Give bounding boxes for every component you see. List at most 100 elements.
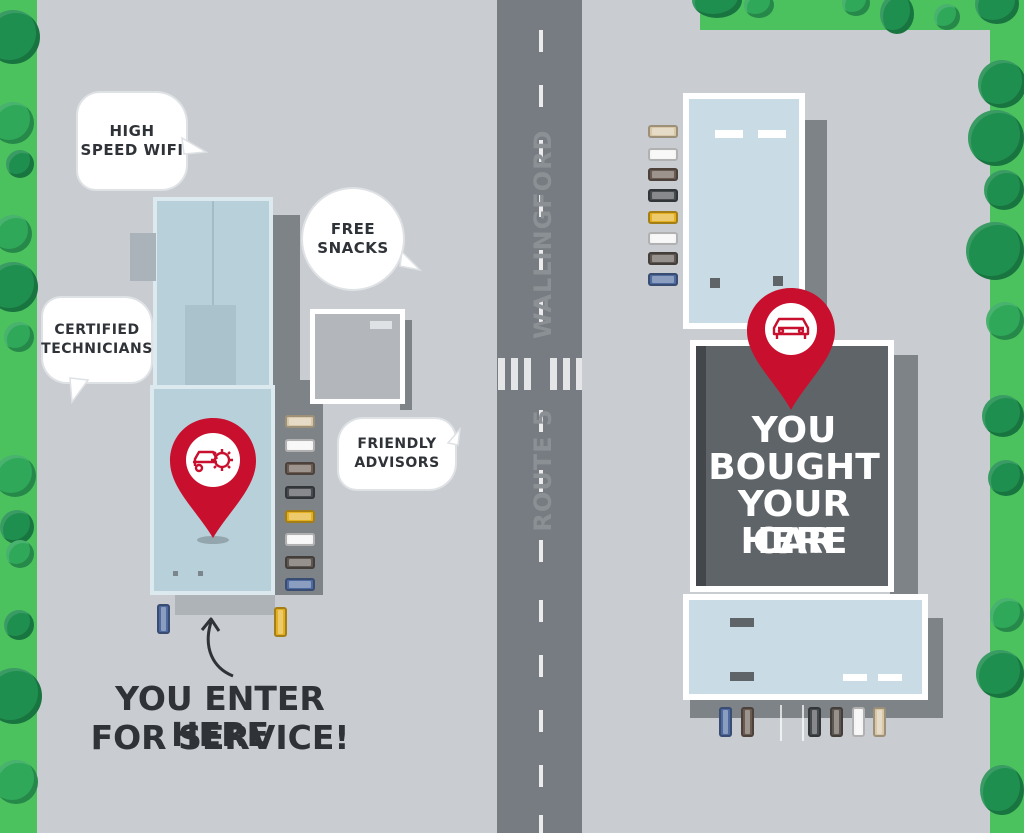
- parked-car: [648, 125, 678, 138]
- tree-icon: [990, 598, 1024, 632]
- parked-car: [830, 707, 843, 737]
- tree-icon: [880, 0, 914, 34]
- sales-location-pin-icon: [747, 288, 835, 410]
- tree-icon: [0, 102, 34, 144]
- tree-icon: [842, 0, 870, 16]
- parked-car: [719, 707, 732, 737]
- tree-icon: [978, 60, 1024, 108]
- tree-icon: [0, 760, 38, 804]
- sales-label-line4: HERE: [740, 521, 848, 562]
- tree-icon: [0, 510, 34, 544]
- tree-icon: [692, 0, 742, 18]
- roof-vent: [198, 571, 203, 576]
- sales-label-line1: YOU: [751, 410, 837, 451]
- parked-car: [285, 556, 315, 569]
- lane-dash: [539, 85, 543, 107]
- parked-car: [648, 232, 678, 245]
- parked-car: [157, 604, 170, 634]
- parked-car: [741, 707, 754, 737]
- lane-dash: [539, 540, 543, 562]
- sales-label-line3: YOUR CAR: [737, 484, 851, 562]
- roof-vent: [758, 130, 786, 138]
- lane-dash: [539, 300, 543, 322]
- service-building-wing: [236, 305, 273, 390]
- tree-icon: [4, 610, 34, 640]
- car-icon: [772, 317, 810, 339]
- bubble-tail: [446, 426, 462, 446]
- parked-car: [808, 707, 821, 737]
- parked-car: [648, 168, 678, 181]
- tree-icon: [966, 222, 1024, 280]
- tree-icon: [988, 460, 1024, 496]
- parking-line: [780, 705, 782, 741]
- crosswalk-stripe: [576, 358, 582, 390]
- tree-icon: [744, 0, 774, 18]
- sales-label-line2: BOUGHT: [708, 447, 880, 488]
- parked-car: [285, 510, 315, 523]
- lane-dash: [539, 815, 543, 833]
- parked-car: [285, 415, 315, 428]
- lane-dash: [539, 600, 543, 622]
- roof-vent: [710, 278, 720, 288]
- parked-car: [285, 533, 315, 546]
- parked-car: [648, 273, 678, 286]
- tree-icon: [986, 302, 1024, 340]
- lane-dash: [539, 140, 543, 162]
- lane-dash: [539, 195, 543, 217]
- roof-vent: [730, 672, 754, 681]
- parked-car: [285, 439, 315, 452]
- lane-dash: [539, 655, 543, 677]
- callout-free-snacks: FREE SNACKS: [307, 193, 399, 285]
- lane-dash: [539, 765, 543, 787]
- service-entrance-drive: [175, 595, 275, 615]
- crosswalk-stripe: [550, 358, 557, 390]
- service-building-connector: [185, 305, 236, 390]
- parked-car: [285, 578, 315, 591]
- curved-arrow-icon: [200, 617, 234, 678]
- tree-icon: [968, 110, 1024, 166]
- parking-line: [802, 705, 804, 741]
- callout-certified-technicians: CERTIFIED TECHNICIANS: [41, 302, 152, 378]
- roof-ridge: [212, 201, 214, 305]
- lane-dash: [539, 410, 543, 432]
- bubble-tail: [69, 377, 90, 405]
- roof-vent: [130, 233, 156, 281]
- tree-icon: [6, 540, 34, 568]
- parked-car: [852, 707, 865, 737]
- roof-vent: [878, 674, 902, 681]
- lane-dash: [539, 250, 543, 272]
- service-building-wing: [153, 305, 185, 390]
- callout-high-speed-wifi: HIGH SPEED WIFI: [81, 97, 183, 185]
- service-entrance-label-line1: YOU ENTER HERE: [115, 679, 325, 754]
- tree-icon: [976, 650, 1024, 698]
- tree-icon: [4, 322, 34, 352]
- roof-vent: [773, 276, 783, 286]
- bubble-tail: [181, 136, 209, 155]
- building-shadow: [270, 215, 300, 385]
- roof-vent: [843, 674, 867, 681]
- tree-icon: [984, 170, 1024, 210]
- sales-building-south-wing: [683, 594, 928, 700]
- parked-car: [873, 707, 886, 737]
- parked-car: [648, 189, 678, 202]
- callout-friendly-advisors: FRIENDLY ADVISORS: [343, 423, 451, 485]
- lane-dash: [539, 710, 543, 732]
- service-entrance-label-line2: FOR SERVICE!: [90, 718, 350, 757]
- bubble-tail: [399, 250, 423, 272]
- parked-car: [274, 607, 287, 637]
- shed-vent: [370, 321, 392, 329]
- roof-vent: [730, 618, 754, 627]
- tree-icon: [0, 215, 32, 253]
- sales-showroom: [690, 340, 894, 592]
- parked-car: [285, 486, 315, 499]
- showroom-edge: [696, 346, 706, 586]
- tree-icon: [982, 395, 1024, 437]
- roof-vent: [173, 571, 178, 576]
- roof-vent: [715, 130, 743, 138]
- tree-icon: [934, 4, 960, 30]
- street-label-wallingford: WALLINGFORD: [529, 129, 557, 339]
- crosswalk-stripe: [524, 358, 531, 390]
- parked-car: [648, 252, 678, 265]
- tree-icon: [980, 765, 1024, 815]
